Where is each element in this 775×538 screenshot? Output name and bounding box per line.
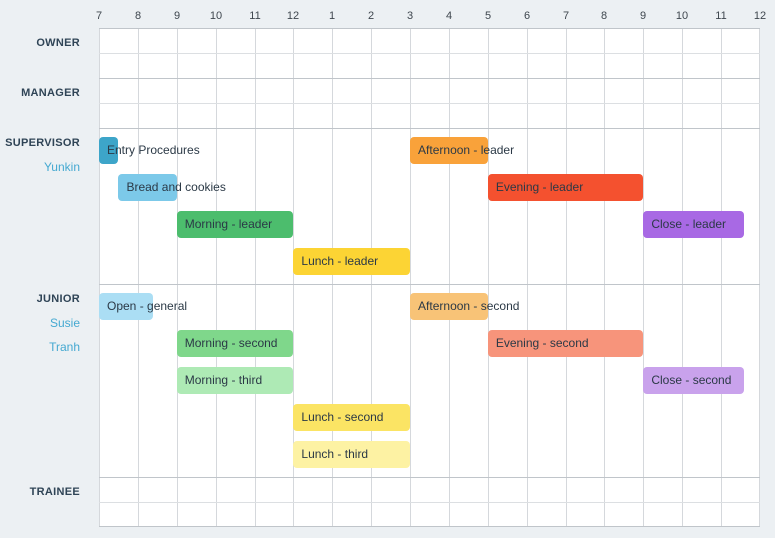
shift-bar[interactable]: Bread and cookies — [118, 174, 226, 201]
plot-bottom-border — [99, 526, 760, 527]
v-gridline — [488, 28, 489, 527]
shift-label: Morning - leader — [184, 217, 273, 231]
v-gridline — [293, 28, 294, 527]
hour-label: 9 — [639, 10, 647, 22]
v-gridline — [99, 28, 100, 527]
shift-label: Evening - second — [495, 336, 589, 350]
v-gridline — [566, 28, 567, 527]
hour-label: 6 — [523, 10, 531, 22]
shift-label: Bread and cookies — [126, 180, 226, 194]
shift-bar[interactable]: Evening - leader — [487, 174, 644, 201]
hour-label: 12 — [286, 10, 300, 22]
row-divider-minor — [99, 103, 760, 104]
hour-label: 1 — [328, 10, 336, 22]
shift-bar[interactable]: Evening - second — [487, 330, 644, 357]
hour-label: 2 — [367, 10, 375, 22]
hour-label: 10 — [675, 10, 689, 22]
role-label: OWNER — [36, 37, 80, 49]
v-gridline — [216, 28, 217, 527]
hour-label: 7 — [95, 10, 103, 22]
hour-label: 12 — [753, 10, 767, 22]
row-divider — [99, 128, 760, 129]
v-gridline — [604, 28, 605, 527]
hour-label: 7 — [562, 10, 570, 22]
v-gridline — [410, 28, 411, 527]
shift-label: Morning - third — [184, 373, 263, 387]
shift-label: Afternoon - second — [418, 299, 520, 313]
shift-bar[interactable]: Lunch - second — [293, 404, 411, 431]
shift-bar[interactable]: Afternoon - second — [410, 293, 519, 320]
row-divider — [99, 477, 760, 478]
shift-label: Lunch - second — [301, 410, 384, 424]
v-gridline — [449, 28, 450, 527]
shift-bar[interactable]: Open - general — [99, 293, 187, 320]
shift-bar[interactable]: Lunch - third — [293, 441, 411, 468]
hour-label: 8 — [600, 10, 608, 22]
v-gridline — [527, 28, 528, 527]
row-divider — [99, 28, 760, 29]
shift-label: Lunch - third — [301, 447, 369, 461]
v-gridline — [177, 28, 178, 527]
employee-name: Yunkin — [43, 160, 80, 174]
v-gridline — [138, 28, 139, 527]
hour-label: 9 — [173, 10, 181, 22]
row-divider — [99, 284, 760, 285]
employee-name: Susie — [49, 316, 80, 330]
shift-label: Evening - leader — [495, 180, 584, 194]
v-gridline — [643, 28, 644, 527]
shift-label: Afternoon - leader — [418, 143, 515, 157]
shift-label: Lunch - leader — [301, 254, 379, 268]
shift-bar[interactable]: Entry Procedures — [99, 137, 200, 164]
shift-label: Open - general — [107, 299, 188, 313]
shift-bar[interactable]: Close - leader — [643, 211, 745, 238]
employee-name: Tranh — [49, 340, 80, 354]
hour-label: 3 — [406, 10, 414, 22]
shift-bar[interactable]: Close - second — [643, 367, 745, 394]
v-gridline — [332, 28, 333, 527]
v-gridline — [759, 28, 760, 527]
shift-bar[interactable]: Morning - second — [176, 330, 294, 357]
hour-label: 10 — [209, 10, 223, 22]
hour-label: 11 — [715, 10, 727, 22]
v-gridline — [255, 28, 256, 527]
v-gridline — [721, 28, 722, 527]
shift-label: Close - leader — [651, 217, 727, 231]
row-divider-minor — [99, 502, 760, 503]
hour-label: 4 — [445, 10, 453, 22]
shift-bar[interactable]: Lunch - leader — [293, 248, 411, 275]
shift-label: Close - second — [651, 373, 732, 387]
shift-bar[interactable]: Morning - third — [176, 367, 294, 394]
v-gridline — [371, 28, 372, 527]
role-label: MANAGER — [21, 87, 80, 99]
row-divider — [99, 78, 760, 79]
hour-label: 8 — [134, 10, 142, 22]
shift-label: Entry Procedures — [107, 143, 200, 157]
role-label: TRAINEE — [29, 486, 80, 498]
shift-bar[interactable]: Afternoon - leader — [410, 137, 514, 164]
row-divider-minor — [99, 53, 760, 54]
hour-label: 11 — [249, 10, 261, 22]
hour-label: 5 — [484, 10, 492, 22]
v-gridline — [682, 28, 683, 527]
shift-label: Morning - second — [184, 336, 278, 350]
shift-bar[interactable]: Morning - leader — [176, 211, 294, 238]
role-label: SUPERVISOR — [5, 137, 80, 149]
role-label: JUNIOR — [36, 293, 80, 305]
